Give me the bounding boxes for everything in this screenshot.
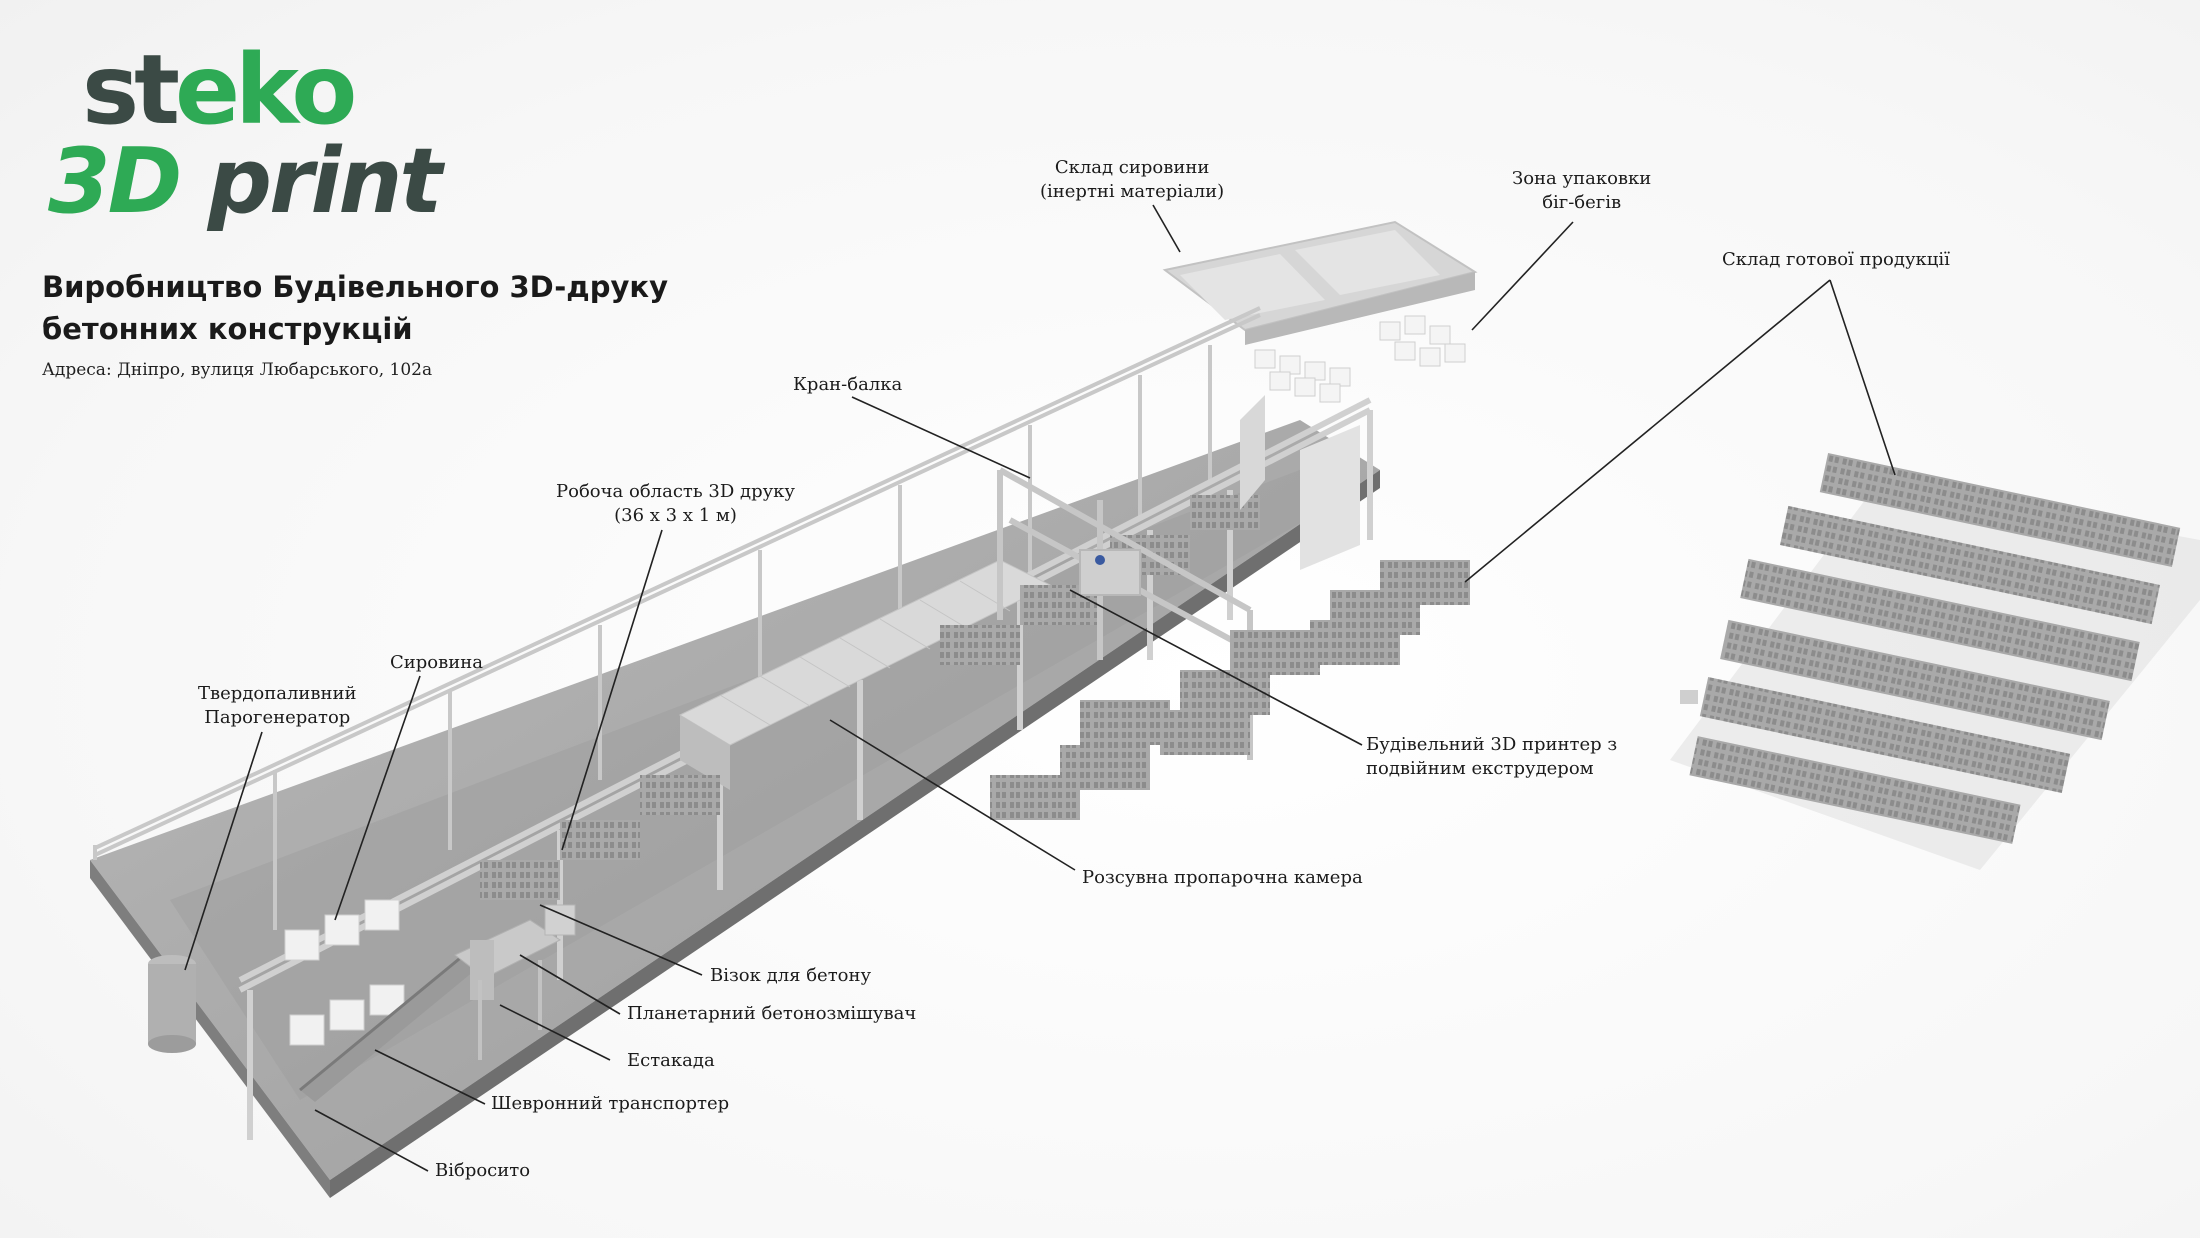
label-mixer: Планетарний бетонозмішувач xyxy=(627,1003,917,1024)
label-packing-line1: Зона упаковки xyxy=(1512,168,1652,189)
label-printer-line1: Будівельний 3D принтер з xyxy=(1366,734,1618,755)
label-steam-gen-line1: Твердопаливний xyxy=(198,683,357,704)
label-print-area: Робоча область 3D друку (36 x 3 x 1 м) xyxy=(556,480,795,528)
logo-print: print xyxy=(207,129,443,234)
label-steam-generator: Твердопаливний Парогенератор xyxy=(198,682,357,730)
mixer-trestle xyxy=(454,904,576,1060)
label-3d-printer: Будівельний 3D принтер з подвійним екстр… xyxy=(1366,733,1617,781)
raw-material-storage xyxy=(1162,220,1478,345)
logo-line1: steko xyxy=(82,40,357,140)
label-print-area-line2: (36 x 3 x 1 м) xyxy=(614,505,737,526)
label-steam-gen-line2: Парогенератор xyxy=(204,707,351,728)
label-packing-line2: біг-бегів xyxy=(1542,192,1622,213)
page-title: Виробництво Будівельного 3D-друку бетонн… xyxy=(42,266,742,350)
label-trestle: Естакада xyxy=(627,1050,715,1071)
bags-group-left xyxy=(1254,349,1351,403)
logo-eko: eko xyxy=(175,34,357,146)
address-text: Адреса: Дніпро, вулиця Любарського, 102а xyxy=(42,360,433,380)
raw-material-bags xyxy=(284,899,405,1046)
title-line2: бетонних конструкцій xyxy=(42,312,413,346)
label-crane: Кран-балка xyxy=(793,374,903,395)
label-conveyor: Шевронний транспортер xyxy=(491,1093,730,1114)
steam-chamber xyxy=(678,559,1052,790)
chevron-conveyor xyxy=(299,948,485,1102)
logo-line2: 3D print xyxy=(48,129,443,234)
rear-panels xyxy=(1240,395,1360,570)
callout-lines xyxy=(184,204,1896,1172)
steko-3d-print-logo: steko 3D print xyxy=(42,40,462,240)
label-print-area-line1: Робоча область 3D друку xyxy=(556,481,796,502)
label-raw-storage-line2: (інертні матеріали) xyxy=(1040,181,1225,202)
label-raw: Сировина xyxy=(390,652,483,673)
steam-generator xyxy=(148,955,196,1053)
logo-st: st xyxy=(82,34,180,146)
label-steam-chamber: Розсувна пропарочна камера xyxy=(1082,867,1363,888)
label-printer-line2: подвійним екструдером xyxy=(1366,758,1594,779)
title-line1: Виробництво Будівельного 3D-друку xyxy=(42,270,668,304)
label-raw-storage-line1: Склад сировини xyxy=(1054,157,1210,178)
bags-group-packing xyxy=(1379,315,1466,367)
label-raw-storage: Склад сировини (інертні матеріали) xyxy=(1040,156,1224,204)
label-sieve: Вібросито xyxy=(435,1160,531,1181)
label-packing-zone: Зона упаковки біг-бегів xyxy=(1512,167,1651,215)
finished-products-warehouse xyxy=(1670,453,2200,870)
label-cart: Візок для бетону xyxy=(710,965,872,986)
label-finished-storage: Склад готової продукції xyxy=(1722,249,1950,270)
logo-3d: 3D xyxy=(48,129,208,234)
outdoor-blocks-near xyxy=(990,560,1470,820)
